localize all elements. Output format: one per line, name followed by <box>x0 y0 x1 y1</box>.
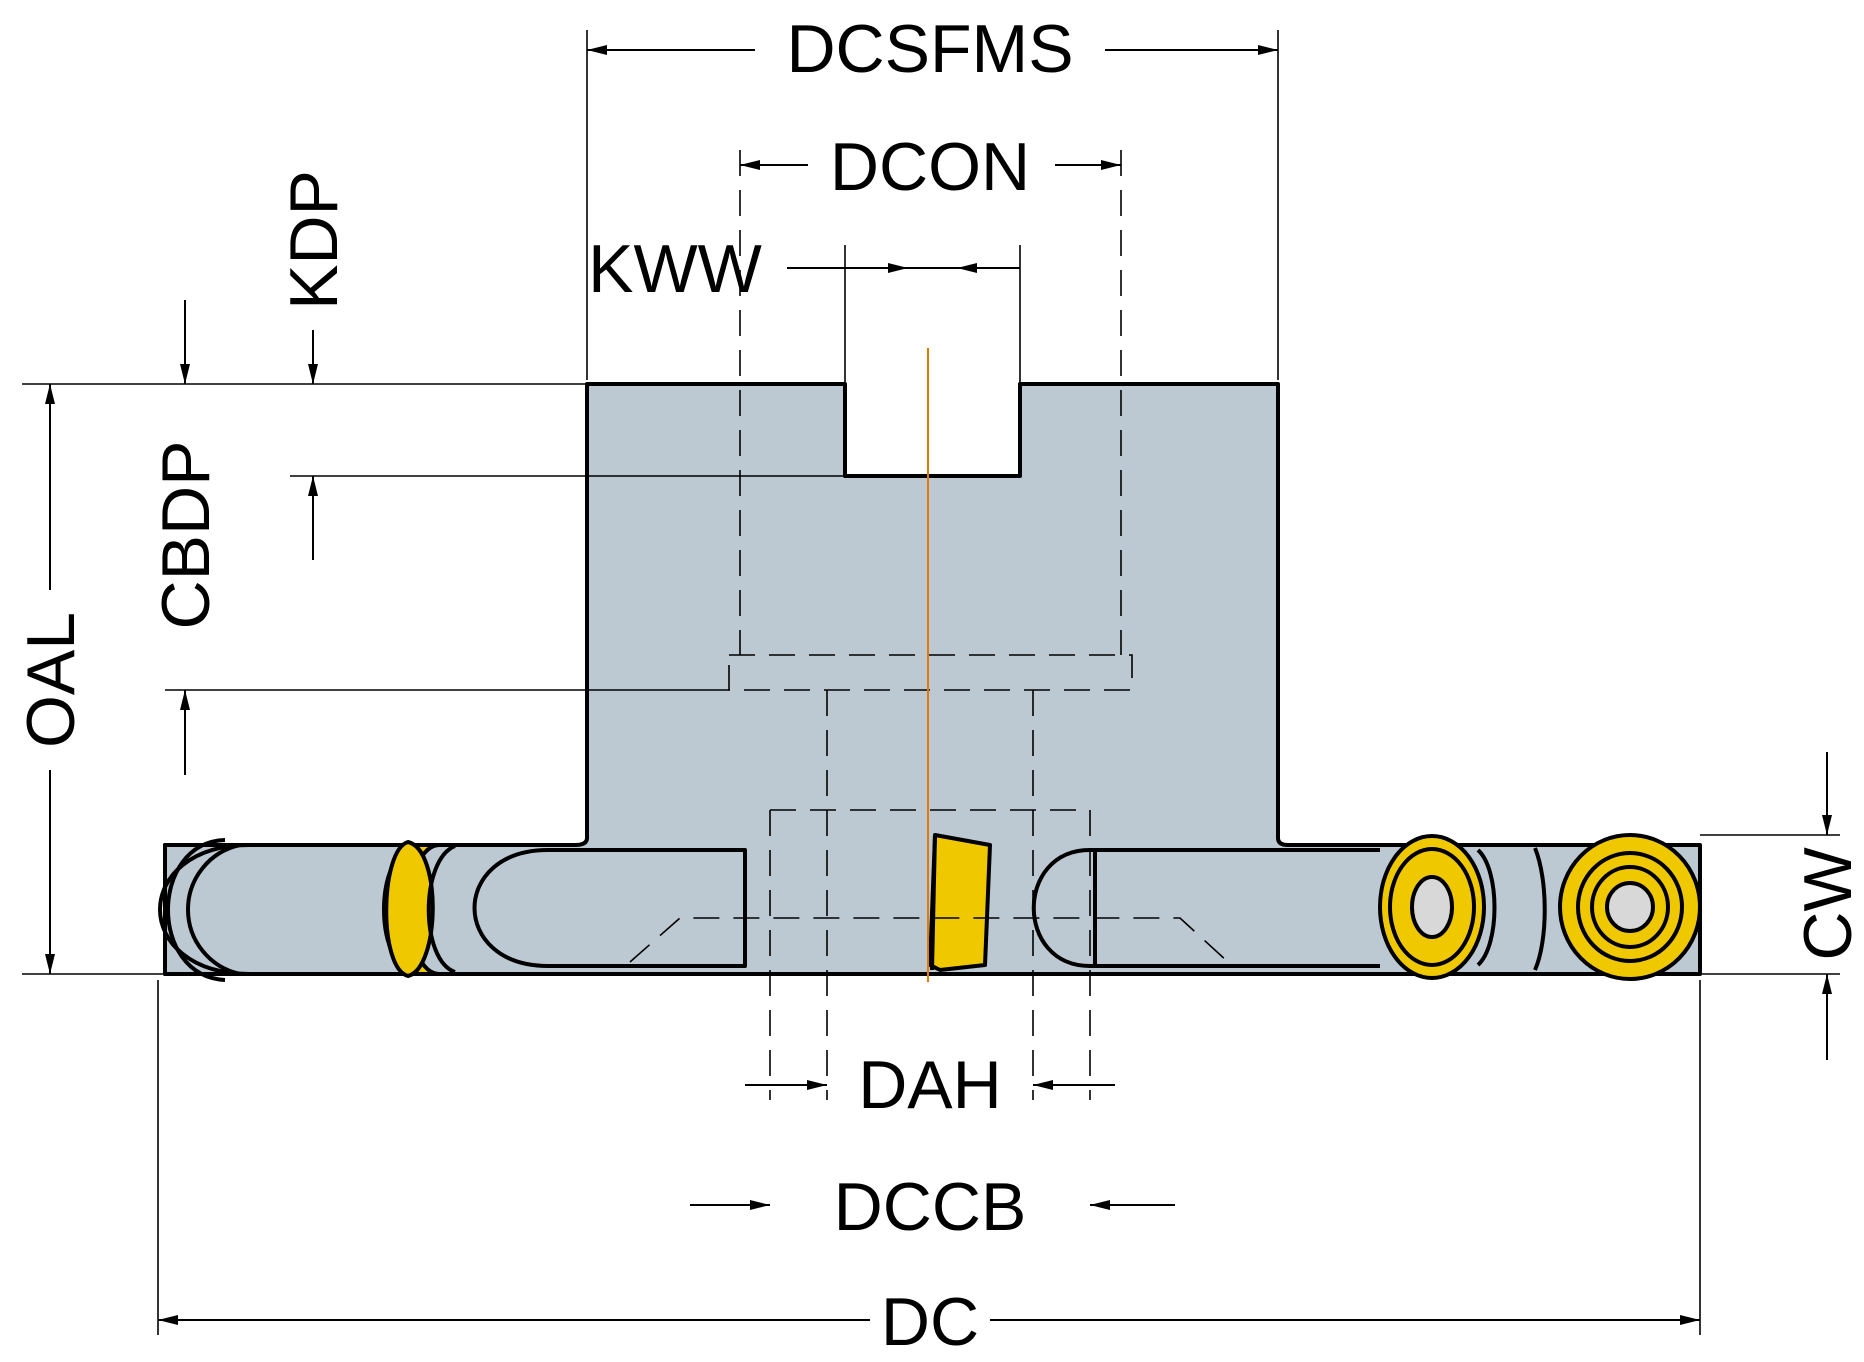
label-dc: DC <box>881 1284 979 1360</box>
chip-pockets <box>472 847 1547 971</box>
pocket-left <box>472 848 747 968</box>
cutter-body <box>158 382 1702 982</box>
label-kww: KWW <box>588 231 762 307</box>
label-oal: OAL <box>13 612 89 748</box>
dim-dccb: DCCB <box>690 1169 1175 1245</box>
insert-center <box>928 833 992 972</box>
label-dccb: DCCB <box>834 1169 1027 1245</box>
dim-kww: KWW <box>588 231 1020 307</box>
insert-right-2 <box>1558 833 1702 981</box>
label-cbdp: CBDP <box>148 441 224 630</box>
dim-dcsfms: DCSFMS <box>587 11 1278 87</box>
insert-left <box>382 840 456 978</box>
insert-right-1 <box>1378 834 1497 980</box>
label-kdp: KDP <box>276 170 352 310</box>
label-cw: CW <box>1790 847 1864 960</box>
dim-kdp: KDP <box>276 170 352 560</box>
dim-dcon: DCON <box>740 129 1121 205</box>
dim-dc: DC <box>158 1284 1700 1360</box>
hidden-lines <box>629 150 1229 1100</box>
dim-cw: CW <box>1790 752 1864 1060</box>
dim-dah: DAH <box>745 1047 1115 1123</box>
disc-left-end <box>163 843 242 976</box>
dim-cbdp: CBDP <box>148 300 224 775</box>
dim-oal: OAL <box>13 384 89 974</box>
label-dcsfms: DCSFMS <box>786 11 1073 87</box>
pocket-right <box>1031 848 1097 968</box>
extension-lines <box>22 30 1840 1335</box>
label-dcon: DCON <box>830 129 1030 205</box>
hub <box>163 382 1702 976</box>
label-dah: DAH <box>858 1047 1002 1123</box>
